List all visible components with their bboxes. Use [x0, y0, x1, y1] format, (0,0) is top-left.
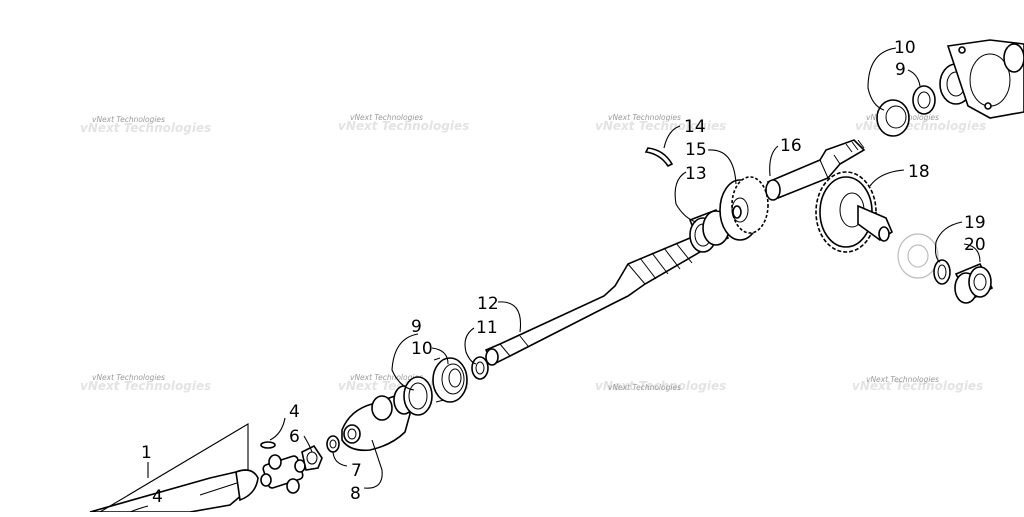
- watermark-3: vNext Technologies vNext Technologies: [595, 113, 726, 133]
- svg-text:vNext Technologies: vNext Technologies: [866, 375, 939, 384]
- callout-16: 16: [780, 136, 802, 156]
- part-housing-upper: [939, 39, 1024, 119]
- part-universal-joint: [260, 454, 306, 494]
- callout-15: 15: [685, 140, 707, 160]
- part-circlip: [644, 147, 674, 168]
- callout-14: 14: [684, 117, 706, 137]
- svg-text:vNext Technologies: vNext Technologies: [80, 121, 211, 135]
- callout-19: 19: [964, 213, 986, 233]
- watermark-7: vNext Technologies vNext Technologies: [595, 379, 726, 393]
- callout-6: 6: [289, 427, 300, 447]
- callout-1: 1: [141, 443, 152, 463]
- callout-20: 20: [964, 235, 986, 255]
- callout-labels: 1 4 4 6 7 8 9 10 11 12 13 14 15 16 18 19…: [141, 38, 986, 507]
- svg-text:vNext Technologies: vNext Technologies: [80, 379, 211, 393]
- callout-4-upper: 4: [289, 402, 300, 422]
- callout-7: 7: [351, 461, 362, 481]
- part-spacer-ring: [471, 356, 489, 380]
- part-bearing-right: [954, 262, 994, 304]
- callout-18: 18: [908, 162, 930, 182]
- part-yoke: [341, 385, 415, 452]
- part-snap-ring-lower: [260, 441, 276, 449]
- part-gear-ghost: [897, 233, 939, 279]
- part-seal-upper: [912, 85, 936, 115]
- part-gear-small: [719, 176, 769, 241]
- part-washer-right: [933, 259, 951, 285]
- svg-text:vNext Technologies: vNext Technologies: [350, 113, 423, 122]
- svg-text:vNext Technologies: vNext Technologies: [92, 373, 165, 382]
- svg-text:vNext Technologies: vNext Technologies: [92, 115, 165, 124]
- part-gear-large: [815, 171, 893, 253]
- callout-4-lower: 4: [152, 487, 163, 507]
- part-seal-lower: [403, 376, 433, 416]
- part-washer: [326, 435, 340, 453]
- svg-text:vNext Technologies: vNext Technologies: [595, 119, 726, 133]
- svg-text:vNext Technologies: vNext Technologies: [608, 113, 681, 122]
- svg-text:vNext Technologies: vNext Technologies: [338, 119, 469, 133]
- callout-9-lower: 9: [411, 317, 422, 337]
- svg-text:vNext Technologies: vNext Technologies: [350, 373, 423, 382]
- svg-text:vNext Technologies: vNext Technologies: [608, 383, 681, 392]
- watermark-4: vNext Technologies vNext Technologies: [855, 113, 986, 133]
- callout-12: 12: [477, 294, 499, 314]
- callout-13: 13: [685, 164, 707, 184]
- callout-11: 11: [476, 318, 498, 338]
- part-splined-shaft: [484, 237, 702, 366]
- callout-9-upper: 9: [895, 60, 906, 80]
- leader-lines: [99, 47, 981, 513]
- part-drive-shaft: [89, 469, 259, 513]
- part-bearing-upper: [876, 99, 910, 137]
- parts: [89, 39, 1024, 513]
- part-sleeve-shaft: [765, 139, 866, 201]
- callout-10-lower: 10: [411, 339, 433, 359]
- watermark-1: vNext Technologies vNext Technologies: [80, 115, 211, 135]
- part-bearing-lower: [432, 357, 468, 403]
- svg-text:vNext Technologies: vNext Technologies: [852, 379, 983, 393]
- svg-text:vNext Technologies: vNext Technologies: [595, 379, 726, 393]
- watermark-2: vNext Technologies vNext Technologies: [338, 113, 469, 133]
- callout-10-upper: 10: [894, 38, 916, 58]
- watermark-5: vNext Technologies vNext Technologies: [80, 373, 211, 393]
- part-bearing-cap: [301, 444, 323, 471]
- watermark-8: vNext Technologies vNext Technologies: [852, 375, 983, 393]
- callout-8: 8: [350, 484, 361, 504]
